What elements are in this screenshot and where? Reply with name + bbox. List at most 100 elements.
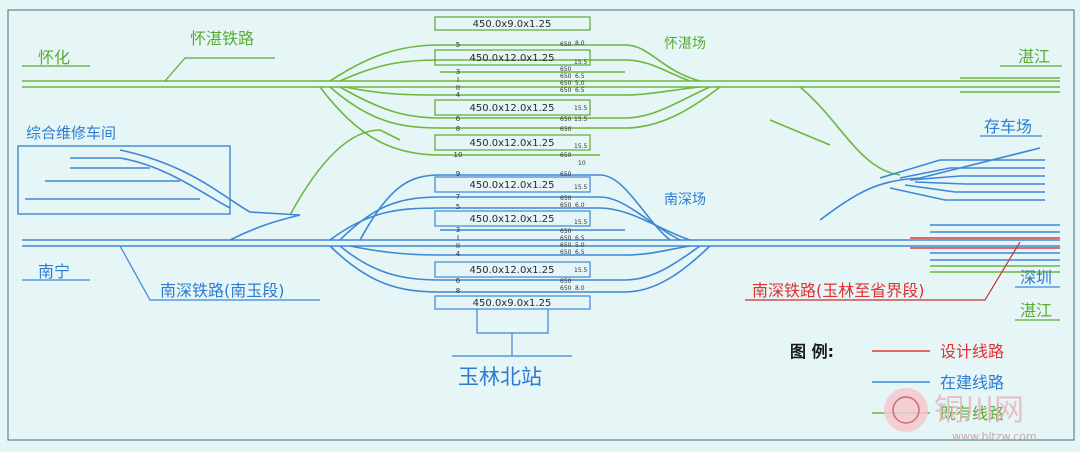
- track-numbers-south: 9 7 5 3 I II 4 6 8: [456, 170, 461, 295]
- platform-5: [434, 176, 591, 193]
- platform-label: 450.0x9.0x1.25: [473, 298, 552, 309]
- track-width: 5.0: [575, 242, 585, 249]
- track-length: 650: [560, 235, 572, 242]
- track-length: 650: [560, 116, 572, 123]
- track-width: 6.0: [575, 202, 585, 209]
- track-length: 650: [560, 171, 572, 178]
- track-length: 650: [560, 126, 572, 133]
- track-width: 15.5: [574, 143, 588, 150]
- track-data-south: 650 15.5 650 650 6.0 15.5 650 650 6.5 65…: [560, 171, 588, 292]
- place-huaihua: 怀化: [38, 48, 70, 67]
- track-width: 10: [578, 160, 586, 167]
- legend-title: 图 例:: [790, 342, 834, 361]
- maintenance-frame: [17, 145, 231, 215]
- track-number: 8: [456, 125, 460, 133]
- line-nanshen-yulin: 南深铁路(玉林至省界段): [752, 281, 925, 300]
- track-number: 7: [456, 193, 460, 201]
- track-number: 4: [456, 91, 461, 99]
- track-length: 650: [560, 228, 572, 235]
- track-width: 6.5: [575, 87, 585, 94]
- track-length: 650: [560, 152, 572, 159]
- nanshen-yulin-pointer: [745, 241, 1021, 301]
- outer-border: [7, 9, 1075, 441]
- place-maintenance: 综合维修车间: [26, 124, 116, 142]
- place-labels: 怀化 湛江 怀湛铁路 怀湛场 综合维修车间 存车场 南深场 南宁 南深铁路(南玉…: [26, 29, 1052, 389]
- track-number: II: [456, 84, 460, 92]
- huaizhan-pointer: [164, 57, 275, 82]
- track-length: 650: [560, 66, 572, 73]
- watermark-logo-icon: [884, 388, 928, 432]
- track-length: 650: [560, 202, 572, 209]
- track-length: 650: [560, 249, 572, 256]
- platform-label: 450.0x12.0x1.25: [470, 138, 555, 149]
- track-length: 650: [560, 87, 572, 94]
- track-number: 5: [456, 203, 460, 211]
- place-shenzhen: 深圳: [1020, 268, 1052, 287]
- platform-8: [434, 295, 591, 310]
- existing-lines: [22, 44, 1060, 216]
- yard-huaizhan: 怀湛场: [664, 36, 706, 52]
- platform-label: 450.0x12.0x1.25: [470, 103, 555, 114]
- track-number: 6: [456, 277, 461, 285]
- track-width: 15.5: [574, 59, 588, 66]
- east-green-tails: [930, 265, 1060, 273]
- track-numbers-north: 5 3 I II 4 6 8 10: [454, 41, 463, 159]
- track-number: I: [457, 76, 459, 84]
- station-building: [476, 309, 549, 334]
- track-number: 8: [456, 287, 460, 295]
- legend-design-label: 设计线路: [940, 342, 1004, 361]
- platform-label: 450.0x12.0x1.25: [470, 53, 555, 64]
- legend-existing-label: 既有线路: [940, 404, 1004, 423]
- design-lines: [910, 237, 1060, 249]
- track-number: 9: [456, 170, 460, 178]
- place-zhanjiang-top: 湛江: [1018, 47, 1050, 66]
- platform-4: [434, 134, 591, 151]
- track-number: 3: [456, 226, 460, 234]
- track-width: 15.5: [574, 105, 588, 112]
- track-number: 10: [454, 151, 463, 159]
- track-number: 3: [456, 68, 460, 76]
- track-width: 8.0: [575, 40, 585, 47]
- platform-2: [434, 49, 591, 66]
- place-nanning: 南宁: [38, 262, 70, 281]
- track-width: 6.5: [575, 235, 585, 242]
- track-length: 650: [560, 73, 572, 80]
- track-data-north: 650 8.0 15.5 650 650 6.5 650 5.0 650 6.5…: [560, 40, 588, 167]
- platform-label: 450.0x9.0x1.25: [473, 19, 552, 30]
- track-width: 15.5: [574, 267, 588, 274]
- place-storage-yard: 存车场: [984, 117, 1032, 136]
- nanshen-nanyu-pointer: [119, 245, 320, 301]
- platform-label: 450.0x12.0x1.25: [470, 180, 555, 191]
- track-width: 15.5: [574, 116, 588, 123]
- track-number: I: [457, 234, 459, 242]
- track-width: 5.0: [575, 80, 585, 87]
- platform-labels: 450.0x9.0x1.25 450.0x12.0x1.25 450.0x12.…: [470, 19, 555, 309]
- track-number: 4: [456, 250, 461, 258]
- track-number: II: [456, 242, 460, 250]
- platform-6: [434, 210, 591, 227]
- track-length: 650: [560, 195, 572, 202]
- watermark-logo-ring: [892, 396, 920, 424]
- track-number: 5: [456, 41, 460, 49]
- track-width: 8.0: [575, 285, 585, 292]
- legend-construction-label: 在建线路: [940, 373, 1004, 392]
- platform-3: [434, 99, 591, 116]
- platform-1: [434, 16, 591, 31]
- yard-nanshen: 南深场: [664, 192, 706, 208]
- track-length: 650: [560, 285, 572, 292]
- watermark-url: www.bltzw.com: [952, 430, 1037, 443]
- track-number: 6: [456, 115, 461, 123]
- station-name: 玉林北站: [458, 365, 542, 389]
- track-width: 15.5: [574, 184, 588, 191]
- watermark-brand: 铜川网: [934, 393, 1024, 428]
- line-nanshen-nanyu: 南深铁路(南玉段): [160, 281, 285, 300]
- platform-label: 450.0x12.0x1.25: [470, 214, 555, 225]
- construction-lines: [22, 147, 1060, 293]
- place-zhanjiang-bottom: 湛江: [1020, 301, 1052, 320]
- track-width: 6.5: [575, 73, 585, 80]
- platform-7: [434, 261, 591, 278]
- legend: 图 例: 设计线路 在建线路 既有线路: [790, 342, 1004, 423]
- watermark: 铜川网 www.bltzw.com: [884, 388, 1037, 443]
